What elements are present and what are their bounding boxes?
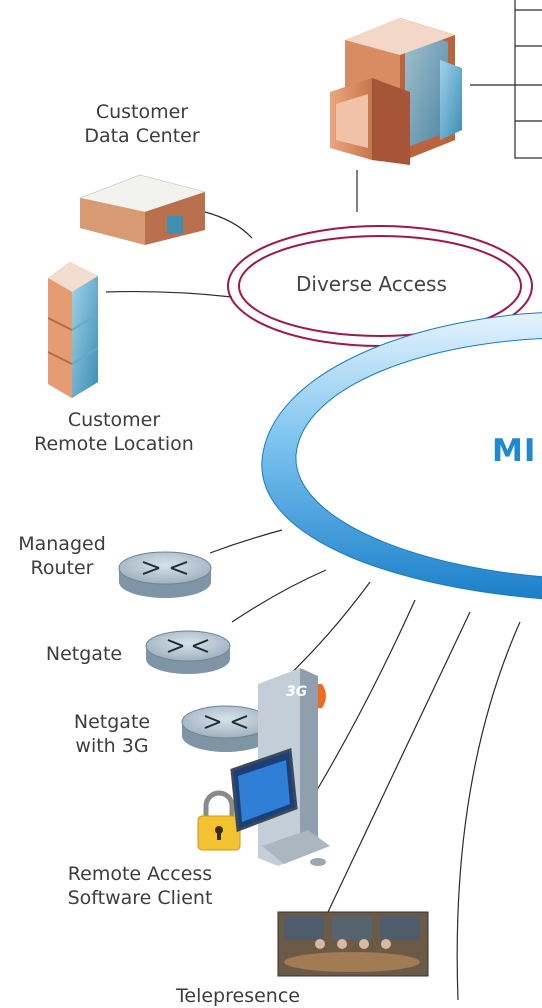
data-center-label: Customer Data Center <box>62 100 222 148</box>
router-icon <box>118 551 212 598</box>
datacenter-ring-link <box>204 211 253 239</box>
remote-location-label: Customer Remote Location <box>4 408 224 456</box>
telepresence-label: Telepresence <box>176 985 300 1007</box>
padlock-icon <box>197 790 241 851</box>
netgate-ring-link <box>231 569 327 623</box>
managed-router-label: Managed Router <box>0 532 124 580</box>
3g-badge-label: 3G <box>286 684 308 700</box>
office-tower-icon <box>330 18 462 165</box>
warehouse-icon <box>78 174 207 245</box>
remote-access-label-line2: Software Client <box>67 887 213 909</box>
desktop-computer-icon <box>230 668 330 866</box>
network-title: MI <box>492 433 537 469</box>
netgate-3g-label-line2: with 3G <box>75 735 149 757</box>
router-icon <box>181 705 271 752</box>
data-center-label-line1: Customer <box>95 101 189 123</box>
telepresence-ring-link <box>327 611 471 913</box>
remote-location-label-line2: Remote Location <box>34 433 194 455</box>
diverse-access-label: Diverse Access <box>296 272 447 296</box>
remote-location-label-line1: Customer <box>67 409 161 431</box>
netgate-3g-label-line1: Netgate <box>73 711 151 733</box>
telepresence-room-photo <box>277 911 429 977</box>
router-ring-link <box>209 529 283 554</box>
remote-ring-link <box>105 290 233 298</box>
data-center-label-line2: Data Center <box>84 125 200 147</box>
office-building-icon <box>47 262 99 398</box>
netgate-3g-label: Netgate with 3G <box>62 710 162 758</box>
router-icon <box>145 630 231 674</box>
site-table <box>514 0 542 159</box>
pc-ring-link <box>316 599 416 791</box>
remote-access-label-line1: Remote Access <box>67 863 213 885</box>
remote-access-label: Remote Access Software Client <box>40 862 240 910</box>
managed-router-label-line1: Managed <box>18 533 106 555</box>
managed-router-label-line2: Router <box>30 557 94 579</box>
netgate-label: Netgate <box>45 643 123 665</box>
bottom-ring-link <box>456 621 521 1001</box>
mpls-cloud-ring <box>261 312 542 600</box>
